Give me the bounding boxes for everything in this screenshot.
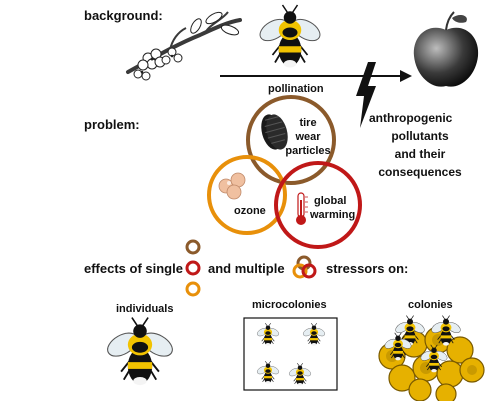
microcolonies-box — [243, 317, 338, 391]
individuals-label: individuals — [116, 303, 174, 315]
lightning-bolt-icon — [356, 62, 376, 128]
effects-multiple-label: and multiple — [208, 261, 285, 276]
tire-line2: wear — [295, 131, 321, 143]
warming-line1: global — [314, 195, 347, 207]
global-warming-circle — [274, 161, 362, 249]
anthropogenic-line2: pollutants — [391, 129, 449, 143]
effects-single-label: effects of single — [84, 261, 183, 276]
anthropogenic-line4: consequences — [378, 165, 462, 179]
tire-wear-particles-circle — [246, 95, 336, 185]
pollination-arrow — [220, 70, 412, 82]
ozone-icon — [218, 172, 246, 200]
colonies-label: colonies — [408, 299, 453, 311]
anthropogenic-line3: and their — [394, 147, 446, 161]
apple-icon — [413, 11, 479, 87]
bumblebee-icon — [255, 4, 325, 69]
blossom-branch-icon — [126, 11, 242, 81]
anthropogenic-line1: anthropogenic — [369, 111, 453, 125]
pollination-label: pollination — [268, 83, 324, 95]
multiple-stressors-circles — [292, 255, 317, 279]
microcolonies-label: microcolonies — [252, 299, 327, 311]
effects-stressors-label: stressors on: — [326, 261, 409, 276]
problem-label: problem: — [84, 117, 140, 132]
single-stressor-circles — [185, 239, 201, 297]
tire-icon — [261, 114, 288, 150]
tire-line1: tire — [299, 117, 317, 129]
warming-line2: warming — [310, 209, 356, 221]
individual-bee-icon — [102, 316, 178, 387]
tire-line3: particles — [285, 145, 331, 157]
ozone-circle — [207, 155, 287, 235]
ozone-label: ozone — [234, 205, 266, 217]
background-label: background: — [84, 8, 163, 23]
thermometer-icon — [296, 192, 308, 225]
